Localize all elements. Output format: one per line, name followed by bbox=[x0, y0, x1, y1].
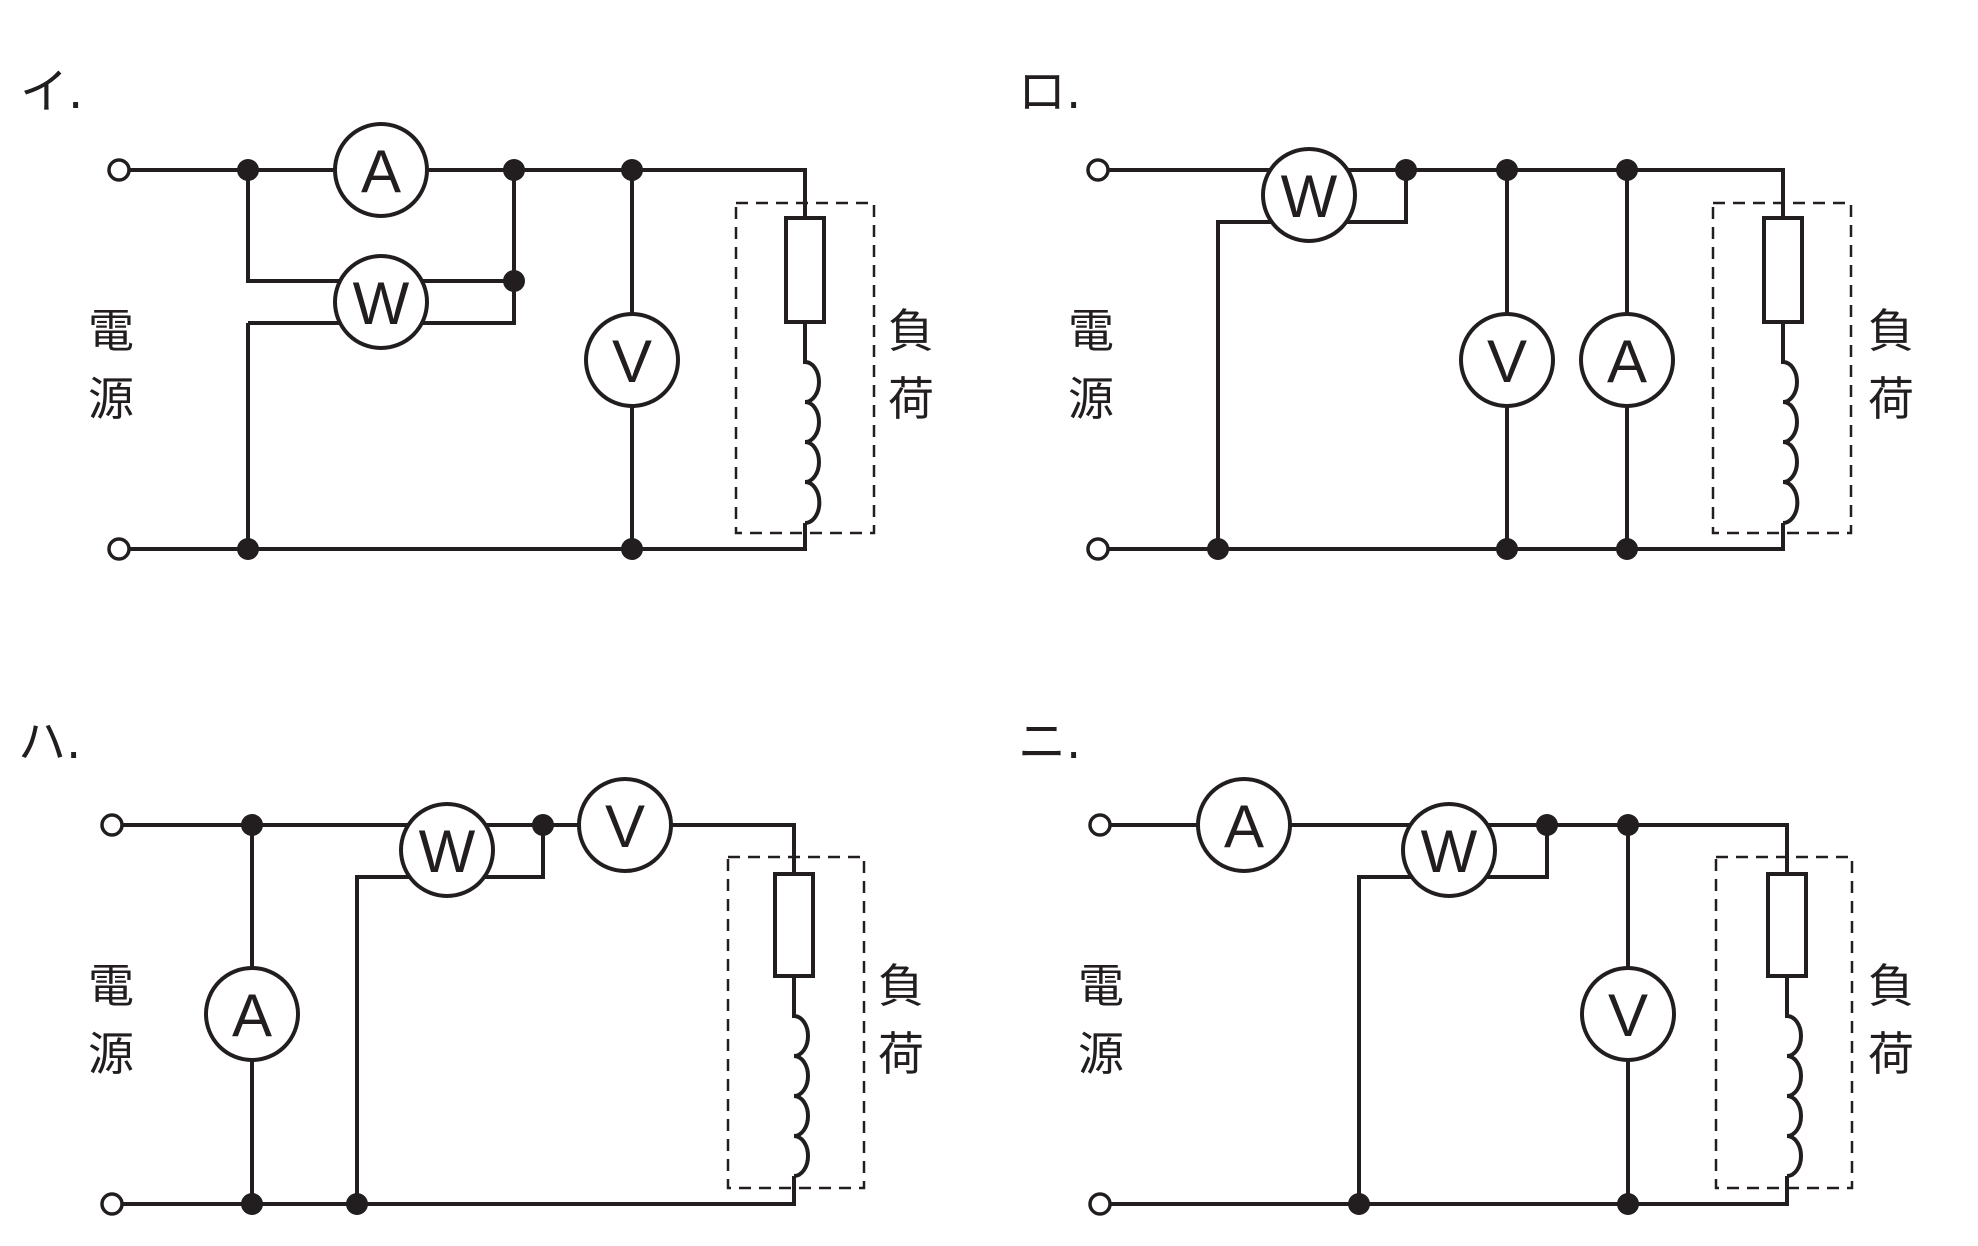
source-terminal bbox=[1086, 158, 1110, 182]
junction-dot bbox=[346, 1193, 368, 1215]
junction-dot bbox=[241, 814, 263, 836]
junction-dot bbox=[1536, 814, 1558, 836]
option-ha: ハ. 電 源 負 荷 W V A bbox=[18, 714, 924, 1216]
source-terminal bbox=[107, 158, 131, 182]
wiring bbox=[125, 168, 807, 551]
wattmeter-label: W bbox=[1281, 163, 1338, 230]
ammeter-icon bbox=[333, 122, 429, 218]
load-impedance bbox=[1714, 855, 1854, 1190]
source-label-char-2: 源 bbox=[1068, 372, 1114, 426]
ammeter-label: A bbox=[1607, 328, 1647, 395]
junction-dot bbox=[1616, 538, 1638, 560]
load-label-char-1: 負 bbox=[1868, 959, 1914, 1013]
load-label-char-2: 荷 bbox=[878, 1027, 924, 1081]
wattmeter-label: W bbox=[353, 270, 410, 337]
junction-dot bbox=[503, 270, 525, 292]
source-label-char-1: 電 bbox=[1068, 304, 1114, 358]
ammeter-icon bbox=[1196, 777, 1292, 873]
option-i: イ. 電 源 負 荷 A W V bbox=[20, 64, 934, 561]
option-ro: ロ. 電 源 負 荷 W V A bbox=[1018, 64, 1914, 561]
junction-dot bbox=[621, 538, 643, 560]
wattmeter-label: W bbox=[419, 818, 476, 885]
voltmeter-label: V bbox=[605, 793, 645, 860]
load-impedance bbox=[1711, 201, 1853, 535]
source-label-char-2: 源 bbox=[88, 372, 134, 426]
voltmeter-icon bbox=[577, 777, 673, 873]
wattmeter-icon bbox=[399, 802, 495, 898]
option-label-ni: ニ. bbox=[1018, 714, 1081, 770]
voltmeter-label: V bbox=[1608, 982, 1648, 1049]
voltmeter-icon bbox=[1459, 312, 1555, 408]
junction-dot bbox=[241, 1193, 263, 1215]
ammeter-label: A bbox=[232, 982, 272, 1049]
junction-dot bbox=[1207, 538, 1229, 560]
junction-dot bbox=[1616, 159, 1638, 181]
wattmeter-icon bbox=[1261, 147, 1357, 243]
load-label-char-1: 負 bbox=[878, 959, 924, 1013]
junction-dot bbox=[1617, 1193, 1639, 1215]
option-label-i: イ. bbox=[20, 64, 83, 120]
source-terminal bbox=[107, 537, 131, 561]
load-impedance bbox=[726, 855, 866, 1190]
source-label-char-2: 源 bbox=[1078, 1027, 1124, 1081]
load-label-char-1: 負 bbox=[888, 304, 934, 358]
source-terminal bbox=[1088, 813, 1112, 837]
source-terminal bbox=[100, 1192, 124, 1216]
wattmeter-label: W bbox=[1421, 818, 1478, 885]
ammeter-icon bbox=[204, 966, 300, 1062]
voltmeter-label: V bbox=[612, 328, 652, 395]
ammeter-label: A bbox=[1224, 793, 1264, 860]
option-label-ro: ロ. bbox=[1018, 64, 1081, 120]
load-impedance bbox=[734, 201, 876, 535]
junction-dot bbox=[503, 159, 525, 181]
voltmeter-icon bbox=[584, 312, 680, 408]
source-label-char-2: 源 bbox=[88, 1027, 134, 1081]
source-terminal bbox=[100, 813, 124, 837]
load-label-char-2: 荷 bbox=[1868, 372, 1914, 426]
junction-dot bbox=[237, 159, 259, 181]
junction-dot bbox=[532, 814, 554, 836]
ammeter-label: A bbox=[361, 138, 401, 205]
junction-dot bbox=[1395, 159, 1417, 181]
load-label-char-2: 荷 bbox=[1868, 1027, 1914, 1081]
junction-dot bbox=[237, 538, 259, 560]
junction-dot bbox=[1348, 1193, 1370, 1215]
load-label-char-2: 荷 bbox=[888, 372, 934, 426]
option-ni: ニ. 電 源 負 荷 A W V bbox=[1018, 714, 1914, 1216]
option-label-ha: ハ. bbox=[18, 714, 81, 770]
source-terminal bbox=[1088, 1192, 1112, 1216]
voltmeter-label: V bbox=[1487, 328, 1527, 395]
source-label-char-1: 電 bbox=[88, 304, 134, 358]
ammeter-icon bbox=[1579, 312, 1675, 408]
source-label-char-1: 電 bbox=[88, 959, 134, 1013]
source-label-char-1: 電 bbox=[1078, 959, 1124, 1013]
wiring bbox=[1104, 168, 1785, 551]
junction-dot bbox=[1496, 538, 1518, 560]
load-label-char-1: 負 bbox=[1868, 304, 1914, 358]
wattmeter-icon bbox=[1401, 802, 1497, 898]
junction-dot bbox=[1496, 159, 1518, 181]
wattmeter-icon bbox=[333, 254, 429, 350]
source-terminal bbox=[1086, 537, 1110, 561]
voltmeter-icon bbox=[1580, 966, 1676, 1062]
junction-dot bbox=[1617, 814, 1639, 836]
junction-dot bbox=[621, 159, 643, 181]
